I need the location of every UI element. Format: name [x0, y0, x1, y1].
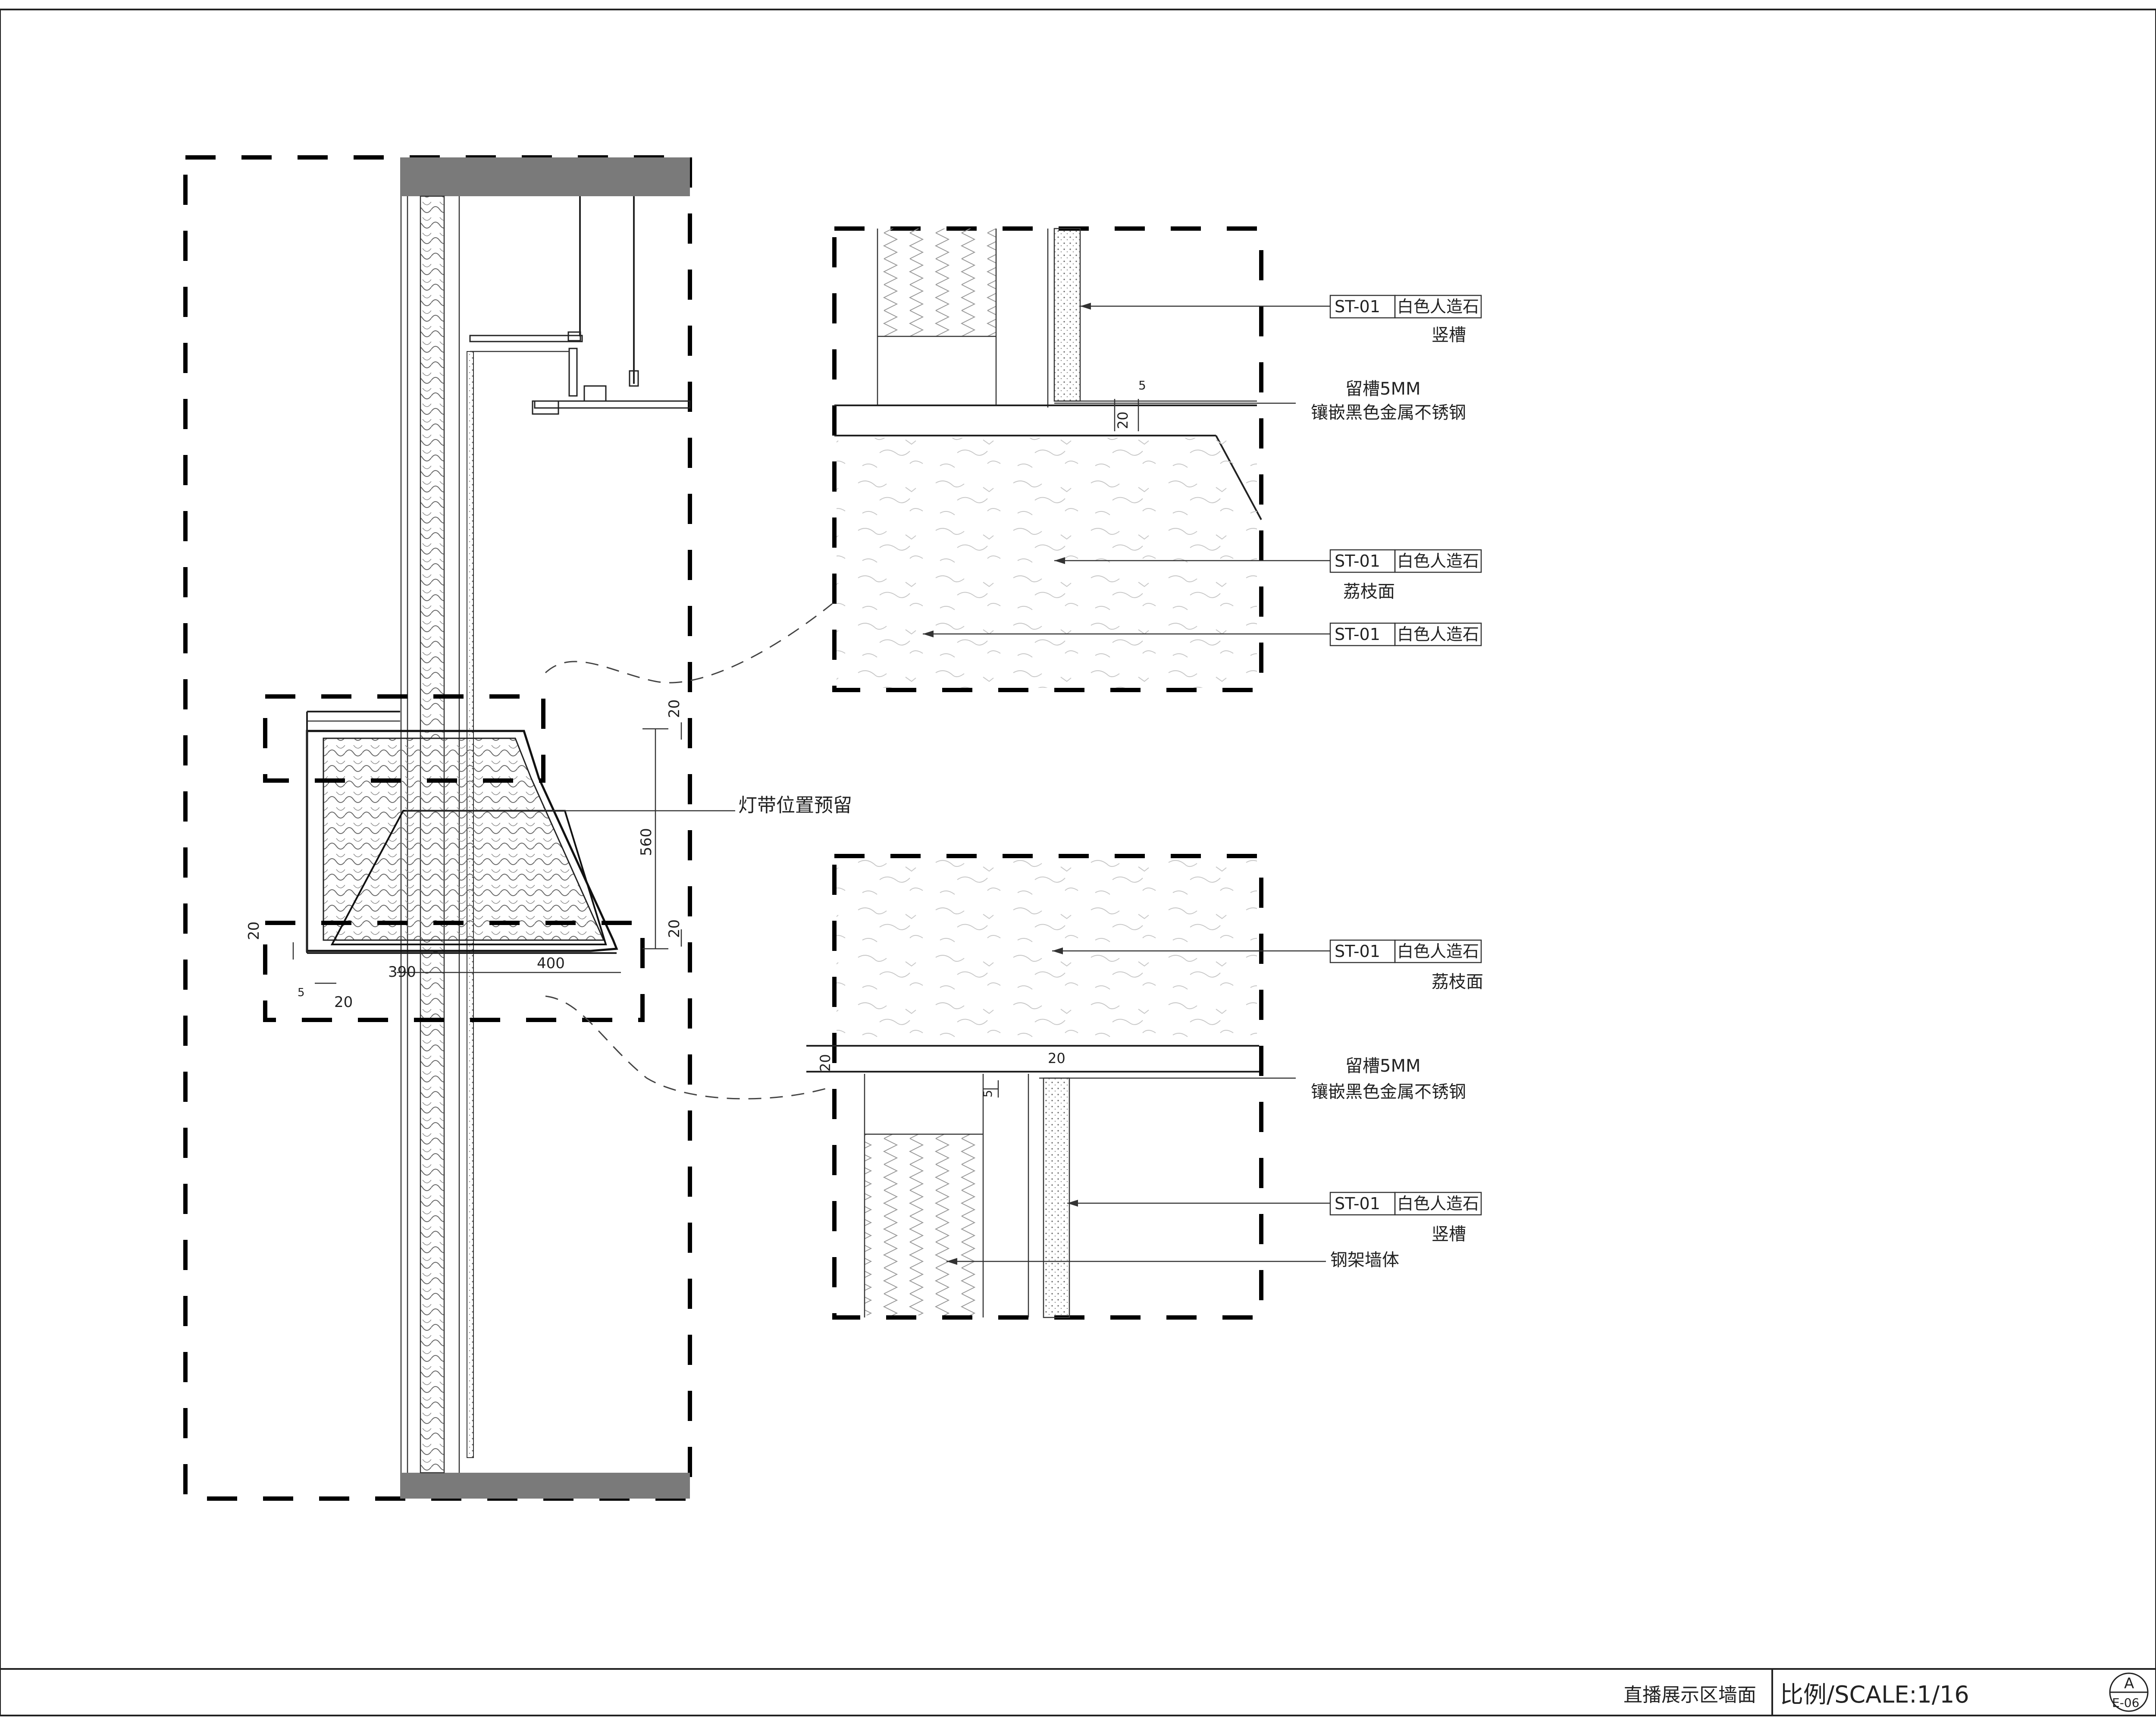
lower-groove-line1: 留槽5MM — [1345, 1056, 1420, 1076]
dim-width-400: 400 — [537, 955, 565, 972]
drawing-scale: 比例/SCALE:1/16 — [1780, 1681, 1969, 1708]
lower-dim-20-top: 20 — [1048, 1050, 1065, 1066]
upper-litchi-surface — [837, 438, 1257, 688]
dim-five-mark: 5 — [298, 986, 305, 999]
lower-callout-connector — [545, 995, 833, 1100]
upper-groove-line1: 留槽5MM — [1345, 379, 1420, 399]
lower-callout1-code: ST-01 — [1335, 942, 1380, 961]
upper-callout2-code: ST-01 — [1335, 552, 1380, 571]
sheet-ref-bottom: E-06 — [2112, 1696, 2139, 1710]
upper-vertical-groove-stone — [1053, 228, 1081, 402]
dim-right-20: 20 — [666, 919, 683, 938]
upper-callout3-code: ST-01 — [1335, 625, 1380, 644]
drawing-title: 直播展示区墙面 — [1623, 1684, 1756, 1706]
detail-upper: 5 20 ST-01 白色人造石 竖槽 留槽5MM 镶嵌黑色金属不锈钢 ST-0… — [832, 226, 1482, 692]
lower-callout2-text: 白色人造石 — [1397, 1194, 1479, 1213]
upper-dim-20: 20 — [1115, 411, 1131, 429]
upper-callout3-text: 白色人造石 — [1397, 625, 1479, 644]
sheet-border — [0, 9, 2156, 1716]
ceiling-hanger — [469, 196, 691, 415]
detail-callout-upper-box — [263, 694, 545, 783]
dim-bottom-20: 20 — [334, 994, 353, 1011]
lower-callout1-sub: 荔枝面 — [1432, 972, 1483, 992]
upper-callout2-sub: 荔枝面 — [1343, 582, 1395, 602]
upper-frame-fill — [877, 229, 996, 336]
upper-dim-5: 5 — [1138, 378, 1146, 392]
upper-callout1-sub: 竖槽 — [1432, 325, 1466, 345]
main-section: 20 560 20 20 390 400 20 5 灯带位置预留 — [183, 155, 852, 1501]
lower-dim-20-left: 20 — [817, 1054, 834, 1072]
dim-left-20: 20 — [245, 922, 263, 940]
lower-vertical-groove-stone — [1043, 1077, 1070, 1318]
sheet-ref-top: A — [2124, 1675, 2134, 1692]
display-ledge-outline — [306, 730, 618, 952]
display-ledge-fill — [323, 737, 605, 941]
lower-frame-fill — [865, 1134, 983, 1315]
lower-callout2-code: ST-01 — [1335, 1194, 1380, 1213]
floor-slab — [400, 1473, 690, 1499]
detail-callout-lower-box — [263, 921, 645, 1022]
lower-frame-label: 钢架墙体 — [1330, 1250, 1399, 1270]
title-block: 直播展示区墙面 比例/SCALE:1/16 A E-06 — [1623, 1669, 2149, 1716]
lower-dim-5: 5 — [981, 1090, 995, 1098]
upper-groove-line2: 镶嵌黑色金属不锈钢 — [1311, 403, 1466, 423]
lower-groove-line2: 镶嵌黑色金属不锈钢 — [1311, 1082, 1466, 1102]
upper-callout-connector — [545, 603, 833, 684]
upper-callout1-code: ST-01 — [1335, 297, 1380, 316]
lower-callout1-text: 白色人造石 — [1397, 942, 1479, 961]
dim-width-390: 390 — [388, 963, 416, 981]
dim-height-560: 560 — [638, 828, 655, 856]
upper-callout1-text: 白色人造石 — [1397, 297, 1479, 316]
lower-callout2-sub: 竖槽 — [1432, 1224, 1466, 1244]
dim-top-20: 20 — [666, 699, 683, 718]
upper-callout2-text: 白色人造石 — [1397, 552, 1479, 571]
detail-lower: 20 20 5 ST-01 白色人造石 荔枝面 留槽5MM 镶嵌黑色金属不锈钢 … — [806, 854, 1483, 1320]
ceiling-slab — [400, 157, 690, 196]
light-strip-label: 灯带位置预留 — [738, 794, 852, 816]
